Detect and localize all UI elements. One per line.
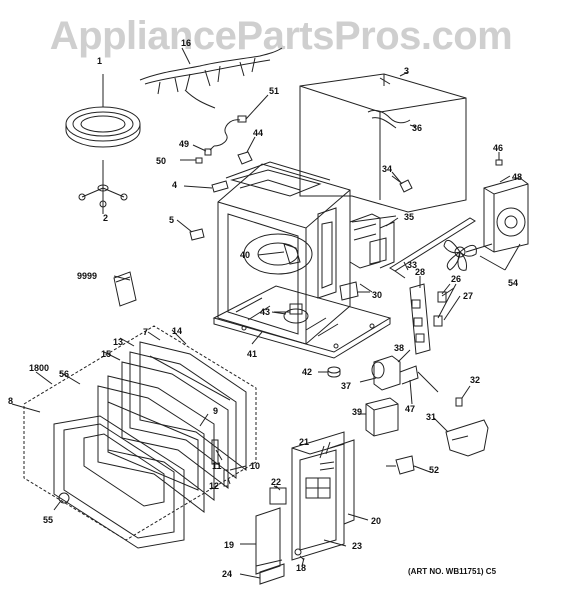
callout-31: 31	[426, 412, 437, 422]
callout-44: 44	[253, 128, 264, 138]
callout-43: 43	[260, 307, 271, 317]
switch-bracket	[410, 276, 430, 354]
fan-housing	[484, 152, 528, 252]
callout-1: 1	[97, 56, 103, 66]
callout-41: 41	[247, 349, 258, 359]
fan-blade	[444, 240, 520, 270]
bracket	[340, 282, 370, 300]
internal-components	[350, 172, 412, 268]
door-panels	[98, 342, 246, 512]
callout-12: 12	[209, 481, 220, 491]
callout-33: 33	[407, 260, 418, 270]
callout-27: 27	[463, 291, 474, 301]
callout-16: 16	[181, 38, 192, 48]
owner-manual	[114, 272, 136, 306]
noise-filter	[386, 456, 430, 474]
callout-38: 38	[394, 343, 405, 353]
callout-19: 19	[224, 540, 235, 550]
base-plate	[214, 286, 390, 358]
callout-14: 14	[172, 326, 183, 336]
callout-3: 3	[404, 66, 410, 76]
callout-54: 54	[508, 278, 519, 288]
callout-35: 35	[404, 212, 415, 222]
callout-56: 56	[59, 369, 70, 379]
callout-34: 34	[382, 164, 393, 174]
callout-11: 11	[212, 461, 222, 471]
duct-bracket	[434, 418, 488, 456]
callout-37: 37	[341, 381, 352, 391]
transformer	[358, 398, 398, 436]
callout-18: 18	[296, 563, 307, 573]
oven-cavity	[218, 162, 350, 344]
control-frame	[240, 508, 284, 584]
turntable-tray	[66, 74, 140, 147]
callout-1800: 1800	[29, 363, 50, 373]
callout-10: 10	[250, 461, 261, 471]
callout-52: 52	[429, 465, 440, 475]
door-assembly-outline	[24, 326, 256, 540]
callout-4: 4	[172, 180, 178, 190]
callout-15: 15	[101, 349, 112, 359]
callout-9999: 9999	[77, 271, 98, 281]
callout-22: 22	[271, 477, 282, 487]
control-panel	[292, 432, 354, 560]
callout-47: 47	[405, 404, 416, 414]
callout-23: 23	[352, 541, 363, 551]
diode	[456, 386, 470, 406]
callout-24: 24	[222, 569, 233, 579]
foot	[318, 367, 340, 377]
callout-39: 39	[352, 407, 363, 417]
side-rail	[390, 218, 475, 278]
hinge-parts	[177, 181, 228, 240]
callout-26: 26	[451, 274, 462, 284]
small-screws	[180, 145, 211, 163]
leader-lines	[12, 78, 454, 566]
callout-48: 48	[512, 172, 523, 182]
callout-51: 51	[269, 86, 280, 96]
door-front	[54, 416, 184, 548]
callout-55: 55	[43, 515, 54, 525]
callout-46: 46	[493, 143, 504, 153]
callout-32: 32	[470, 375, 481, 385]
roller-support	[79, 160, 127, 214]
callout-40: 40	[240, 250, 251, 260]
callout-2: 2	[103, 213, 109, 223]
door-switches	[434, 284, 460, 326]
callout-50: 50	[156, 156, 167, 166]
callout-20: 20	[371, 516, 382, 526]
callout-42: 42	[302, 367, 313, 377]
callout-21: 21	[299, 437, 310, 447]
callout-49: 49	[179, 139, 190, 149]
callout-28: 28	[415, 267, 426, 277]
wire-harness	[140, 48, 282, 108]
callout-13: 13	[113, 337, 124, 347]
callout-8: 8	[8, 396, 14, 406]
callout-5: 5	[169, 215, 175, 225]
callout-7: 7	[143, 327, 149, 337]
motor-assembly	[360, 350, 438, 404]
callout-36: 36	[412, 123, 423, 133]
outer-case	[300, 72, 466, 212]
callout-30: 30	[372, 290, 383, 300]
callout-9: 9	[213, 406, 219, 416]
latch-part	[238, 137, 255, 164]
thermal-fuse-wire	[210, 95, 268, 150]
art-number: (ART NO. WB11751) C5	[408, 567, 497, 576]
